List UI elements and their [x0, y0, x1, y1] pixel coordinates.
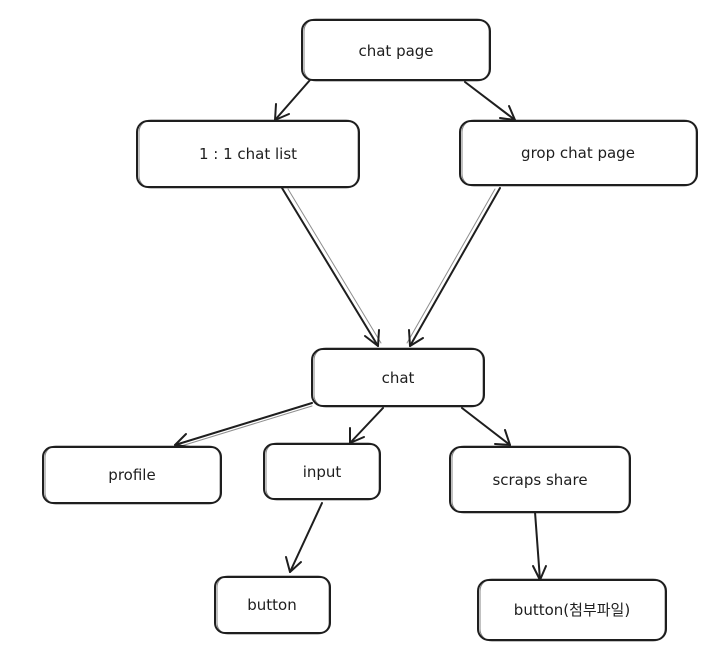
edge-chat-page-to-1-1-chat-list	[274, 79, 311, 121]
edge-chat-to-profile	[174, 402, 313, 448]
node-chat-page: chat page	[301, 18, 491, 82]
node-group-chat-page: grop chat page	[459, 119, 698, 187]
node-chat-label: chat	[382, 369, 415, 387]
node-input-label: input	[303, 463, 342, 481]
node-scraps-share: scraps share	[449, 445, 631, 514]
node-profile-label: profile	[108, 466, 155, 484]
node-chat-page-label: chat page	[358, 42, 433, 60]
node-chat: chat	[311, 347, 485, 408]
edge-scraps-share-to-button	[532, 511, 547, 581]
node-profile: profile	[42, 445, 222, 505]
edge-chat-to-input	[349, 407, 384, 444]
node-button-label: button	[247, 596, 296, 614]
edge-chat-page-to-group-chat-page	[464, 81, 516, 121]
edge-1-1-chat-list-to-chat	[281, 187, 382, 347]
node-button-attachment-label: button(첨부파일)	[514, 601, 630, 619]
node-button: button	[214, 575, 331, 635]
node-input: input	[263, 442, 381, 501]
node-scraps-share-label: scraps share	[492, 471, 587, 489]
edges	[174, 79, 547, 581]
node-1-1-chat-list: 1 : 1 chat list	[136, 119, 360, 189]
node-button-attachment: button(첨부파일)	[477, 578, 667, 642]
node-group-chat-page-label: grop chat page	[521, 144, 635, 162]
edge-chat-to-scraps-share	[461, 407, 511, 446]
edge-group-chat-page-to-chat	[406, 187, 501, 347]
node-1-1-chat-list-label: 1 : 1 chat list	[199, 145, 297, 163]
edge-input-to-button	[285, 502, 323, 573]
